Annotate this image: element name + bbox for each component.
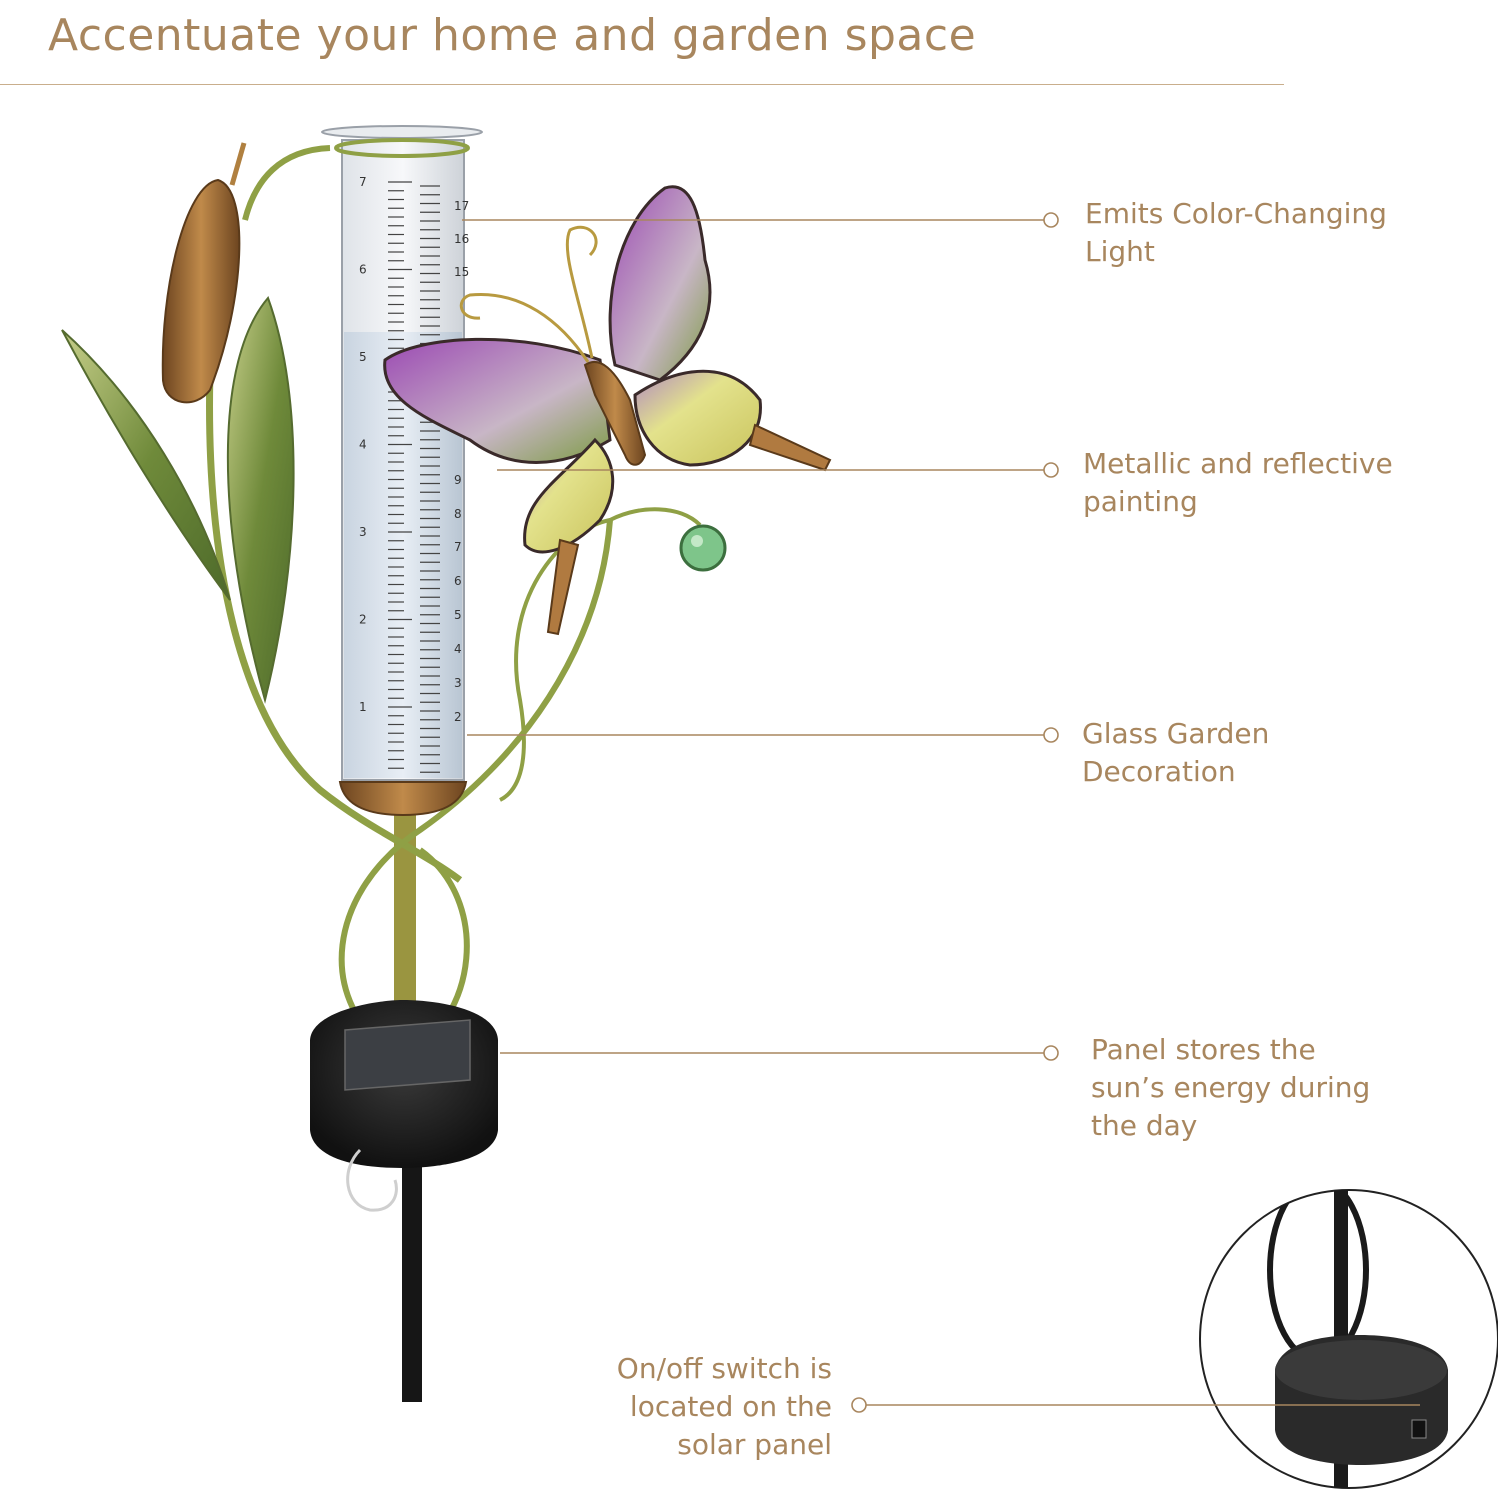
switch-wire [346,1148,398,1212]
gauge-inch-label: 1 [359,700,367,714]
callout-glass-decoration: Glass Garden Decoration [1082,715,1269,791]
gauge-cm-label: 6 [454,574,462,588]
gauge-cm-label: 4 [454,642,462,656]
butterfly-antenna [459,292,590,363]
cattail-tip [229,142,247,186]
butterfly-upper-right-wing [608,185,712,382]
cattail [161,178,241,404]
butterfly-lower-right-wing [633,369,762,467]
gauge-cm-label: 16 [454,232,469,246]
switch-detail-inset [1199,1189,1498,1489]
callout-line: Glass Garden [1082,717,1270,750]
butterfly-body [583,360,647,466]
callout-line: painting [1083,485,1198,518]
leaf [61,329,231,601]
butterfly-upper-left-wing [383,337,612,464]
gauge-inch-label: 5 [359,350,367,364]
glass-bead [679,524,727,572]
gauge-collar [334,138,470,158]
page-title: Accentuate your home and garden space [48,10,977,61]
butterfly-antenna [565,225,598,359]
gauge-inch-label: 4 [359,438,367,452]
gauge-cm-label: 5 [454,608,462,622]
gauge-cm-label: 9 [454,473,462,487]
stem [499,518,611,802]
callout-color-light: Emits Color-Changing Light [1085,195,1387,271]
solar-cell [344,1019,471,1091]
title-divider [0,84,1284,85]
gauge-inch-label: 7 [359,175,367,189]
callout-leaders [462,212,1059,1061]
gauge-base [338,781,468,817]
gauge-rim [321,125,483,139]
callout-line: Emits Color-Changing [1085,197,1387,230]
callout-line: On/off switch is [616,1352,832,1385]
on-off-switch [1411,1419,1427,1439]
gauge-cm-label: 7 [454,540,462,554]
callout-on-off-switch: On/off switch is located on the solar pa… [560,1350,832,1464]
callout-metallic-painting: Metallic and reflective painting [1083,445,1393,521]
stake [402,1090,422,1402]
callout-line: the day [1091,1109,1198,1142]
gauge-labels: 7 6 5 4 3 2 1 17 16 15 9 8 7 6 5 4 3 2 [359,175,469,724]
callout-line: Metallic and reflective [1083,447,1393,480]
gauge-cm-label: 2 [454,710,462,724]
butterfly-tail [546,538,580,636]
gauge-inch-label: 3 [359,525,367,539]
gauge-cm-label: 15 [454,265,469,279]
gauge-inch-label: 2 [359,613,367,627]
gauge-inch-label: 6 [359,263,367,277]
callout-line: Light [1085,235,1155,268]
gauge-cm-label: 3 [454,676,462,690]
butterfly-tail [748,423,832,472]
callout-line: sun’s energy during [1091,1071,1371,1104]
callout-line: Panel stores the [1091,1033,1316,1066]
stem [338,519,613,1064]
callout-line: solar panel [677,1428,832,1461]
butterfly-lower-left-wing [523,437,615,554]
gauge-cm-label: 17 [454,199,469,213]
callout-line: Decoration [1082,755,1236,788]
switch-leader [851,1397,1420,1413]
stem [609,507,702,527]
stem [242,145,331,221]
gauge-cm-label: 8 [454,507,462,521]
callout-solar-panel: Panel stores the sun’s energy during the… [1091,1031,1370,1145]
callout-line: located on the [629,1390,832,1423]
leaf [226,296,295,704]
butterfly [383,185,832,636]
